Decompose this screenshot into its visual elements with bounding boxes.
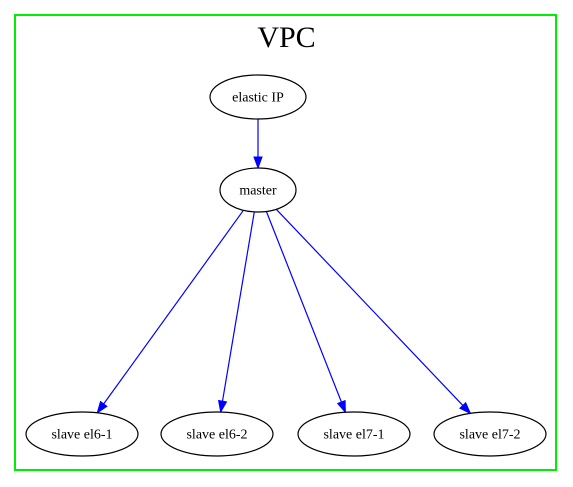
node-master: master (219, 167, 297, 213)
edge-line (103, 209, 244, 405)
edge-line (265, 211, 342, 403)
node-ellipse (209, 74, 307, 120)
edge-master-to-slave-el7-1 (265, 211, 346, 414)
edge-arrowhead (253, 156, 263, 170)
node-slave-el6-1: slave el6-1 (25, 411, 139, 457)
edge-arrowhead (336, 399, 346, 414)
node-elastic-ip: elastic IP (209, 74, 307, 120)
node-label: slave el6-1 (51, 428, 112, 443)
node-label: slave el6-2 (186, 428, 247, 443)
node-ellipse (297, 411, 411, 457)
edge-line (221, 211, 255, 402)
vpc-cluster: VPC (14, 14, 557, 471)
node-slave-el6-2: slave el6-2 (160, 411, 274, 457)
edge-master-to-slave-el6-1 (96, 209, 244, 414)
edge-arrowhead (217, 399, 228, 414)
edge-arrowhead (96, 400, 108, 414)
node-ellipse (25, 411, 139, 457)
node-label: slave el7-2 (459, 428, 520, 443)
nodes-layer: elastic IP master slave el6-1 slave el6-… (25, 74, 547, 457)
edge-elastic-ip-to-master (253, 119, 263, 170)
node-ellipse (219, 167, 297, 213)
edge-arrowhead (459, 401, 472, 415)
node-ellipse (160, 411, 274, 457)
vpc-cluster-title: VPC (257, 21, 315, 54)
vpc-cluster-border (14, 14, 557, 471)
node-label: elastic IP (232, 91, 284, 106)
node-label: slave el7-1 (323, 428, 384, 443)
edge-line (275, 208, 464, 406)
node-slave-el7-2: slave el7-2 (433, 411, 547, 457)
edges-layer (96, 119, 472, 415)
node-ellipse (433, 411, 547, 457)
node-label: master (239, 184, 277, 199)
edge-master-to-slave-el6-2 (217, 211, 255, 414)
node-slave-el7-1: slave el7-1 (297, 411, 411, 457)
edge-master-to-slave-el7-2 (275, 208, 472, 415)
